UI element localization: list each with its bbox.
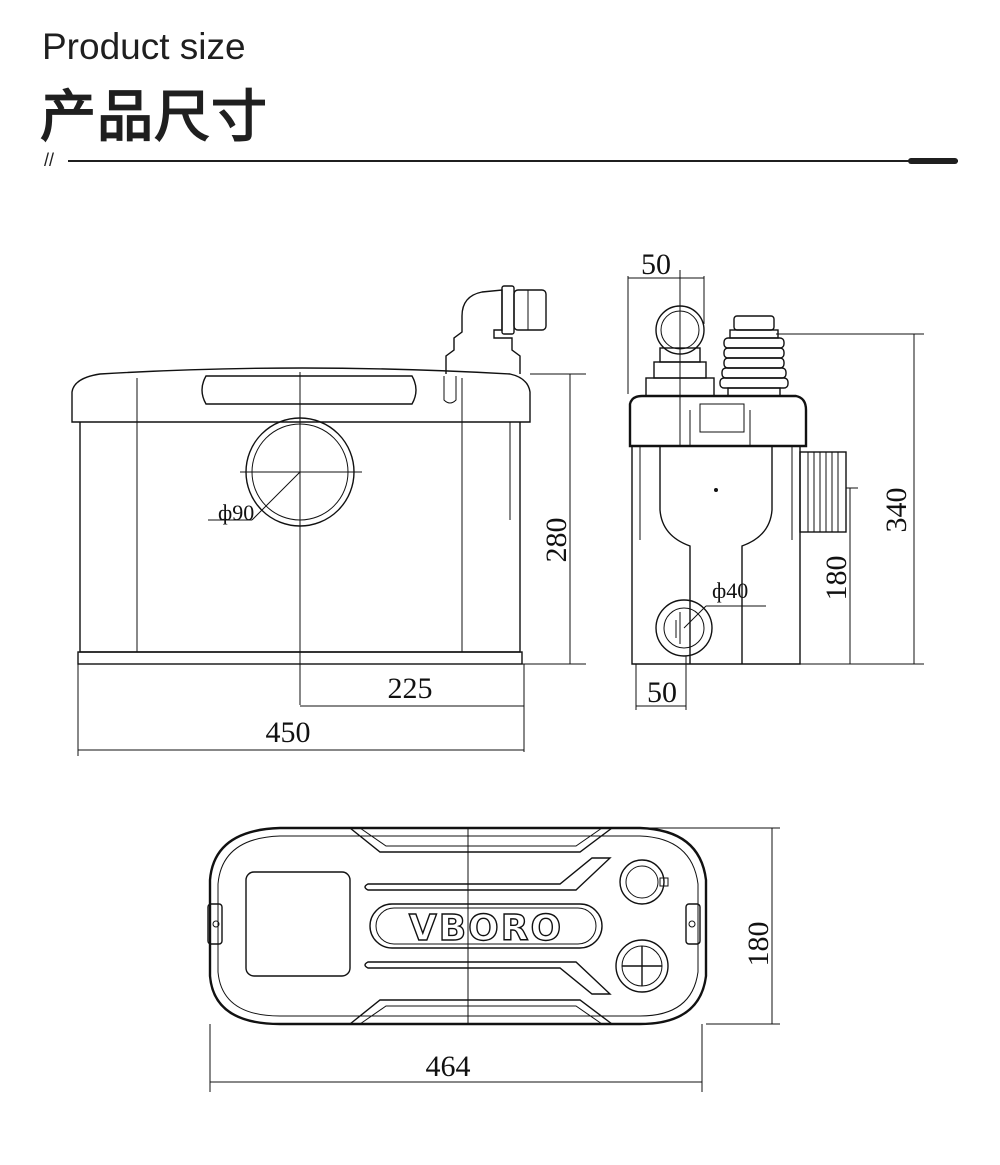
title-english: Product size [42,26,246,67]
separator-mark: // [44,150,55,170]
front-height-label: 280 [540,518,573,563]
front-lid [71,367,531,423]
header-rule [68,160,958,162]
side-view: 50 340 180 ф40 50 [627,248,924,710]
top-vent-cap [619,859,665,905]
front-inlet-pipe [245,417,355,527]
front-width-label: 450 [266,716,311,749]
top-depth-label: 180 [742,922,775,967]
side-lid [628,394,808,448]
side-inlet-diameter-label: ф40 [712,578,748,603]
front-lid-handle [201,375,417,405]
side-bottom-inlet [655,599,713,657]
top-inlet-cap [615,939,669,993]
side-body [631,446,801,665]
title-chinese: 产品尺寸 [40,85,268,150]
side-bottom-offset-label: 50 [647,676,677,709]
side-internal-pipe [659,446,773,664]
top-brand-badge [369,903,603,949]
top-length-label: 464 [426,1050,471,1083]
top-brand-label: VBORO [409,908,563,949]
top-view: VBORO 180 464 [207,826,780,1092]
side-outlet-height-label: 180 [820,556,853,601]
side-total-height-label: 340 [880,488,913,533]
front-view: ф90 280 225 450 [71,285,586,756]
top-outline [208,826,708,1026]
front-outlet-elbow [445,289,521,374]
side-bellows [719,315,789,397]
front-pipe-diameter-label: ф90 [218,500,254,525]
front-half-width-label: 225 [388,672,433,705]
side-top-offset-label: 50 [641,248,671,281]
top-window-panel [245,871,351,977]
side-outlet-bellows [799,451,858,533]
header-rule-accent [908,158,958,164]
